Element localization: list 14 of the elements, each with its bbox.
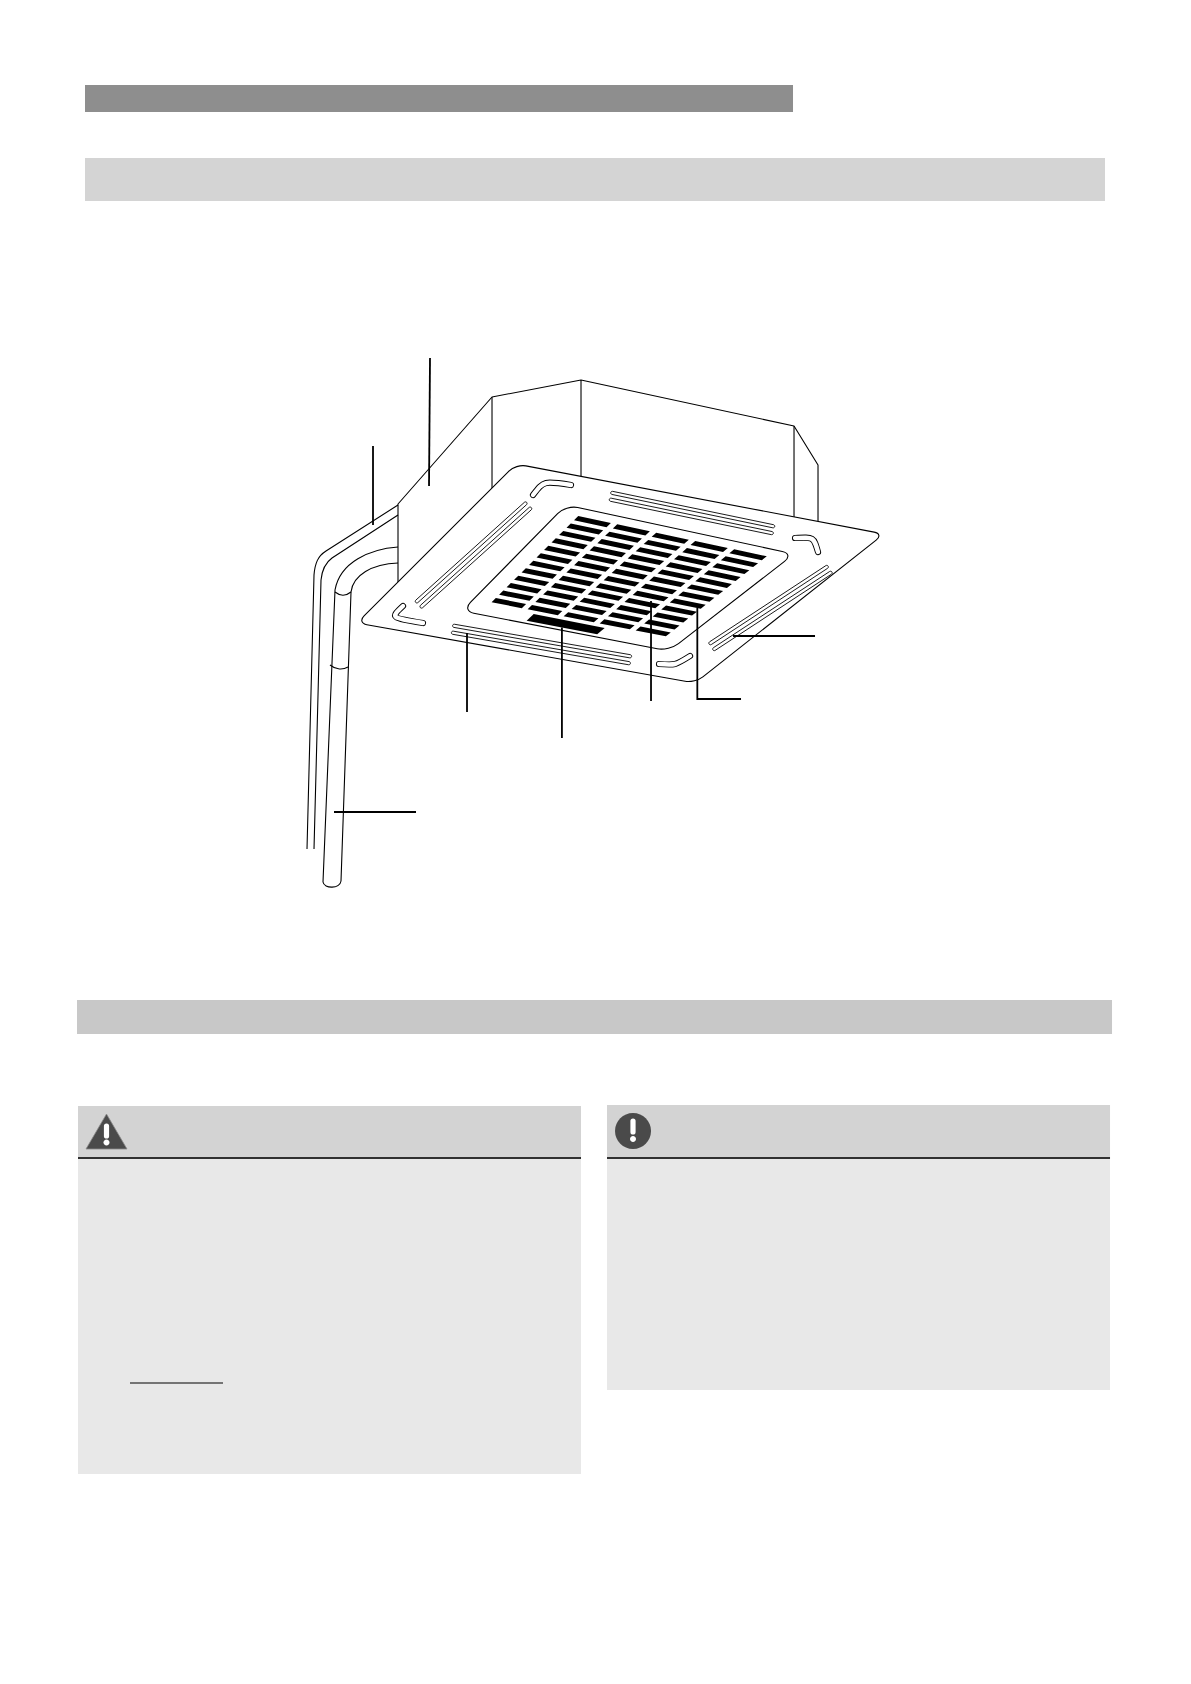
section-bar: [77, 1000, 1112, 1034]
connecting-pipe: [306, 504, 399, 850]
leader-line: [333, 811, 417, 813]
air-outlet-louver: [708, 564, 833, 652]
leader-line: [428, 357, 431, 487]
leader-line: [372, 445, 374, 526]
drain-hose: [322, 546, 399, 888]
heading-bar: [85, 85, 793, 112]
leader-line: [650, 600, 652, 702]
air-inlet-grille: [467, 506, 789, 650]
air-outlet-louver: [450, 623, 633, 666]
unit-casing: [397, 379, 819, 583]
leader-line: [732, 635, 816, 637]
heading-bar: [85, 158, 1105, 201]
